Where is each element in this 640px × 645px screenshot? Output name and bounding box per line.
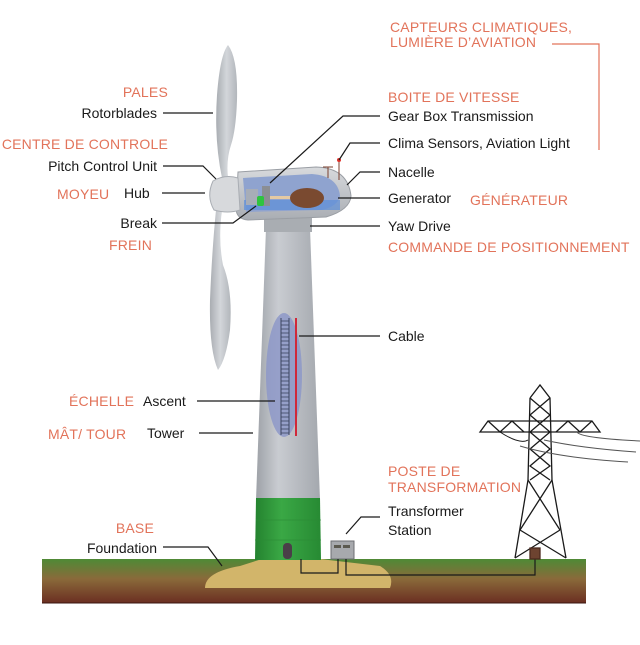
tower (255, 218, 321, 560)
foundation-shape (205, 559, 392, 588)
en-tower: Tower (147, 425, 185, 441)
sensor-bracket (552, 43, 600, 150)
nacelle (235, 158, 352, 221)
en-foundation: Foundation (86, 540, 157, 556)
en-yaw-drive: Yaw Drive (388, 218, 451, 234)
fr-centre-controle: CENTRE DE CONTROLE (1, 136, 168, 152)
en-cable: Cable (388, 328, 425, 344)
fr-echelle: ÉCHELLE (69, 393, 135, 409)
rotor (209, 45, 241, 370)
brake (257, 196, 264, 206)
en-nacelle: Nacelle (388, 164, 435, 180)
fr-mat-tour: MÂT/ TOUR (48, 426, 127, 442)
fr-base: BASE (115, 520, 154, 536)
en-break: Break (120, 215, 157, 231)
power-pylon (478, 383, 640, 560)
en-transformer-text: Transformer Station (388, 503, 464, 538)
en-transformer-station: Transformer Station (388, 502, 464, 540)
en-gear-box: Gear Box Transmission (388, 108, 534, 124)
fr-poste-text: POSTE DE TRANSFORMATION (388, 463, 522, 495)
ladder (280, 318, 290, 435)
leader-lines (162, 112, 380, 567)
fr-capteurs: CAPTEURS CLIMATIQUES, LUMIÈRE D’AVIATION (390, 20, 572, 50)
en-ascent: Ascent (143, 393, 186, 409)
en-clima-sensors: Clima Sensors, Aviation Light (388, 135, 570, 151)
en-hub: Hub (124, 185, 150, 201)
fr-frein: FREIN (109, 237, 152, 253)
fr-moyeu: MOYEU (57, 186, 110, 202)
fr-generateur: GÉNÉRATEUR (470, 192, 569, 208)
fr-poste-transformation: POSTE DE TRANSFORMATION (388, 463, 521, 495)
en-generator: Generator (388, 190, 452, 206)
en-pitch-control: Pitch Control Unit (48, 158, 157, 174)
tower-door (283, 543, 292, 559)
transformer-station (300, 540, 536, 576)
fr-commande-positionnement: COMMANDE DE POSITIONNEMENT (388, 239, 630, 255)
hub (209, 176, 241, 213)
generator-shape (290, 188, 324, 208)
en-rotorblades: Rotorblades (81, 105, 158, 121)
fr-boite-vitesse: BOITE DE VITESSE (388, 89, 520, 105)
fr-capteurs-text: CAPTEURS CLIMATIQUES, LUMIÈRE D’AVIATION (390, 19, 573, 50)
fr-pales: PALES (122, 84, 168, 100)
